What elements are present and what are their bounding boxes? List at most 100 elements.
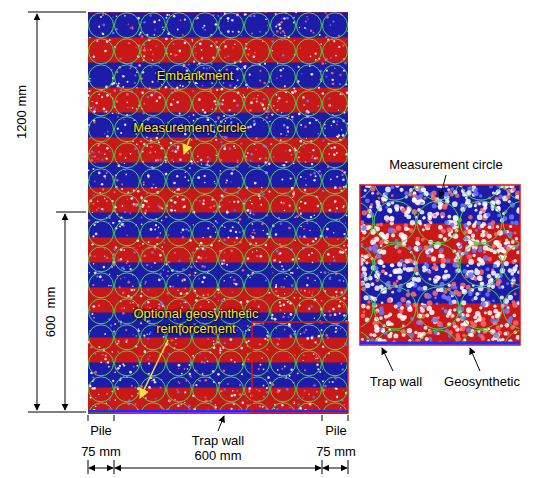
particle bbox=[311, 305, 313, 307]
particle bbox=[104, 133, 106, 135]
particle bbox=[341, 174, 343, 176]
particle bbox=[142, 150, 144, 152]
particle bbox=[324, 271, 327, 274]
particle bbox=[326, 228, 329, 231]
particle bbox=[272, 272, 273, 273]
particle bbox=[193, 224, 194, 225]
particle bbox=[256, 255, 258, 257]
particle bbox=[194, 272, 196, 274]
measurement-circle bbox=[219, 221, 244, 246]
particle bbox=[258, 165, 260, 167]
particle bbox=[340, 407, 341, 408]
particle-band bbox=[88, 187, 348, 213]
particle bbox=[338, 279, 340, 281]
particle bbox=[334, 313, 337, 316]
particle bbox=[105, 110, 107, 112]
particle bbox=[250, 153, 253, 156]
particle bbox=[294, 40, 296, 42]
particle bbox=[167, 270, 168, 271]
particle bbox=[292, 258, 295, 261]
particle bbox=[235, 283, 238, 286]
particle bbox=[94, 162, 95, 163]
measurement-circle bbox=[115, 247, 140, 272]
particle bbox=[124, 211, 126, 213]
particle bbox=[184, 391, 186, 393]
particle bbox=[259, 31, 261, 33]
particle bbox=[149, 151, 152, 154]
particle bbox=[336, 136, 337, 137]
particle bbox=[342, 368, 345, 371]
particle bbox=[152, 53, 154, 55]
measurement-circle bbox=[89, 299, 114, 324]
particle bbox=[239, 218, 242, 221]
particle bbox=[220, 88, 223, 91]
particle bbox=[278, 338, 280, 340]
particle bbox=[193, 61, 195, 63]
particle bbox=[101, 96, 103, 98]
particle bbox=[216, 89, 218, 91]
particle bbox=[305, 20, 307, 22]
particle bbox=[268, 163, 271, 166]
particle bbox=[310, 337, 313, 340]
measurement-circle bbox=[297, 351, 322, 376]
measurement-circle bbox=[141, 169, 166, 194]
particle bbox=[287, 130, 289, 132]
particle bbox=[261, 158, 262, 159]
particle bbox=[141, 35, 144, 38]
measurement-circle bbox=[167, 221, 192, 246]
particle bbox=[105, 157, 107, 159]
particle bbox=[213, 341, 215, 343]
particle bbox=[286, 388, 289, 391]
particle bbox=[141, 49, 142, 50]
particle bbox=[140, 322, 142, 324]
particle bbox=[281, 265, 283, 267]
particle bbox=[190, 266, 192, 268]
measurement-circle bbox=[115, 325, 140, 350]
particle bbox=[183, 293, 185, 295]
particle bbox=[204, 396, 206, 398]
particle bbox=[335, 327, 337, 329]
particle bbox=[221, 262, 224, 265]
particle bbox=[342, 134, 345, 137]
particle bbox=[247, 53, 249, 55]
particle bbox=[139, 147, 140, 148]
particle bbox=[259, 70, 261, 72]
particle bbox=[288, 227, 291, 230]
particle bbox=[324, 127, 326, 129]
particle bbox=[130, 289, 133, 292]
particle bbox=[171, 339, 173, 341]
particle bbox=[102, 33, 104, 35]
particle bbox=[211, 82, 213, 84]
particle bbox=[201, 281, 203, 283]
particle bbox=[215, 23, 218, 26]
particle bbox=[389, 216, 394, 221]
particle bbox=[173, 43, 175, 45]
particle bbox=[300, 176, 302, 178]
particle bbox=[243, 199, 245, 201]
particle bbox=[258, 304, 259, 305]
particle bbox=[325, 334, 328, 337]
particle bbox=[144, 47, 146, 49]
particle bbox=[281, 404, 283, 406]
particle bbox=[256, 101, 258, 103]
particle bbox=[322, 380, 324, 382]
particle bbox=[98, 93, 100, 95]
particle bbox=[330, 24, 332, 26]
particle bbox=[306, 28, 307, 29]
particle bbox=[239, 231, 241, 233]
particle bbox=[158, 227, 160, 229]
particle bbox=[104, 358, 106, 360]
particle bbox=[298, 404, 300, 406]
particle bbox=[230, 408, 232, 410]
particle bbox=[188, 116, 189, 117]
particle bbox=[336, 120, 338, 122]
particle bbox=[291, 91, 293, 93]
particle bbox=[120, 132, 122, 134]
particle bbox=[265, 157, 267, 159]
particle bbox=[170, 199, 173, 202]
particle bbox=[343, 245, 345, 247]
particle bbox=[324, 12, 326, 14]
particle bbox=[339, 251, 342, 254]
particle bbox=[207, 160, 209, 162]
particle bbox=[125, 169, 127, 171]
